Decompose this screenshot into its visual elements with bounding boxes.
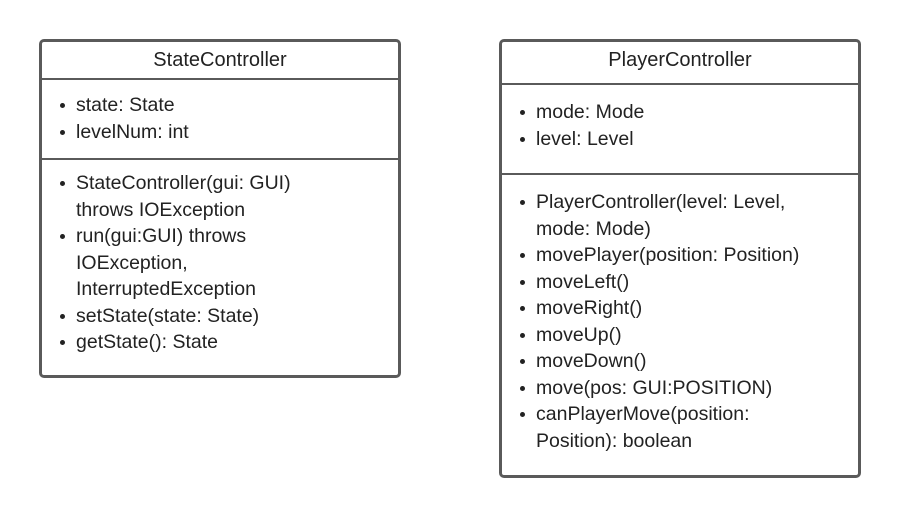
class-name: PlayerController [502,42,858,85]
operation-text: moveRight() [536,297,643,319]
operation-text: PlayerController(level: Level, [536,191,786,213]
operation-text: IOException, [76,251,188,274]
operation-text: moveDown() [536,350,647,372]
attribute-item: mode: Mode [519,99,848,126]
operation-text: getState(): State [76,331,218,353]
attribute-item: state: State [59,92,388,119]
operation-item: moveDown() [519,348,848,375]
operation-text: mode: Mode) [536,217,651,240]
operation-item: move(pos: GUI:POSITION) [519,375,848,402]
attributes-section: state: State levelNum: int [42,80,398,160]
operation-item: getState(): State [59,329,388,356]
operation-text: InterruptedException [76,278,256,300]
attribute-text: level: Level [536,127,634,150]
attribute-text: levelNum: int [76,120,189,143]
class-box-player-controller: PlayerController mode: Mode level: Level… [499,39,861,478]
operation-item: moveRight() [519,295,848,322]
attribute-item: levelNum: int [59,119,388,146]
operation-item: moveUp() [519,322,848,349]
operation-item: canPlayerMove(position: Position): boole… [519,401,848,454]
operation-text: moveLeft() [536,270,630,293]
operation-item: movePlayer(position: Position) [519,242,848,269]
operations-section: PlayerController(level: Level, mode: Mod… [502,175,858,454]
operation-item: PlayerController(level: Level, mode: Mod… [519,189,848,242]
operation-text: run(gui:GUI) throws [76,225,247,247]
operation-text: move(pos: GUI:POSITION) [536,376,773,399]
class-box-state-controller: StateController state: State levelNum: i… [39,39,401,378]
operation-text: moveUp() [536,323,622,346]
class-name: StateController [42,42,398,80]
operations-section: StateController(gui: GUI) throws IOExcep… [42,160,398,356]
operation-text: setState(state: State) [76,304,260,327]
operation-text: canPlayerMove(position: [536,403,750,425]
attribute-text: mode: Mode [536,101,645,123]
attributes-section: mode: Mode level: Level [502,85,858,175]
attribute-text: state: State [76,94,175,116]
operation-text: Position): boolean [536,429,693,452]
operation-item: setState(state: State) [59,303,388,330]
attribute-item: level: Level [519,126,848,153]
operation-item: StateController(gui: GUI) throws IOExcep… [59,170,388,223]
operation-text: StateController(gui: GUI) [76,172,291,194]
operation-item: run(gui:GUI) throws IOException, Interru… [59,223,388,303]
operation-item: moveLeft() [519,269,848,296]
operation-text: throws IOException [76,198,246,221]
operation-text: movePlayer(position: Position) [536,244,800,266]
